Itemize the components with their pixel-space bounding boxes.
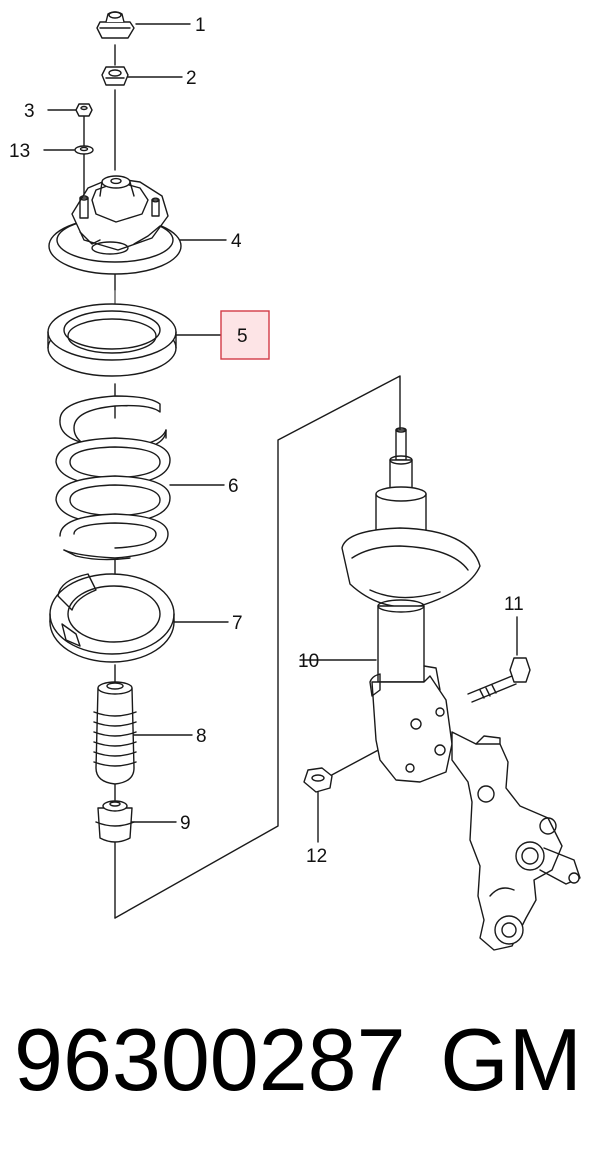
part-2-hex-nut (101, 66, 129, 86)
part-13-washer (74, 145, 94, 155)
part-10-strut-damper (341, 427, 481, 783)
callout-11: 11 (504, 594, 524, 615)
callout-5: 5 (237, 326, 248, 347)
callout-3: 3 (24, 101, 35, 122)
callout-13: 13 (9, 141, 30, 162)
callout-10: 10 (298, 651, 319, 672)
part-9-bump-stop (95, 800, 135, 843)
callout-8: 8 (196, 726, 207, 747)
part-4-top-mount (48, 175, 182, 275)
callout-7: 7 (232, 613, 243, 634)
part-5-spring-insulator (47, 303, 177, 377)
callout-4: 4 (231, 231, 242, 252)
callout-1: 1 (195, 15, 206, 36)
part-1-cap-nut (96, 11, 135, 39)
callout-9: 9 (180, 813, 191, 834)
part-11-bolt (467, 657, 531, 703)
callout-6: 6 (228, 476, 239, 497)
callout-5-highlight (220, 310, 270, 360)
part-12-nut (303, 767, 333, 793)
part-3-small-nut (75, 103, 93, 117)
part-6-coil-spring (55, 395, 171, 561)
callout-labels: 1 2 3 13 4 5 6 7 8 9 10 11 12 (9, 15, 524, 867)
steering-knuckle (451, 731, 581, 951)
callout-12: 12 (306, 846, 327, 867)
callout-2: 2 (186, 68, 197, 89)
part-8-dust-boot (93, 681, 137, 785)
part-7-lower-spring-seat (49, 573, 175, 663)
footer: 96300287 GM (0, 1010, 600, 1130)
part-number: 96300287 (14, 1010, 406, 1109)
brand-name: GM (440, 1010, 582, 1109)
